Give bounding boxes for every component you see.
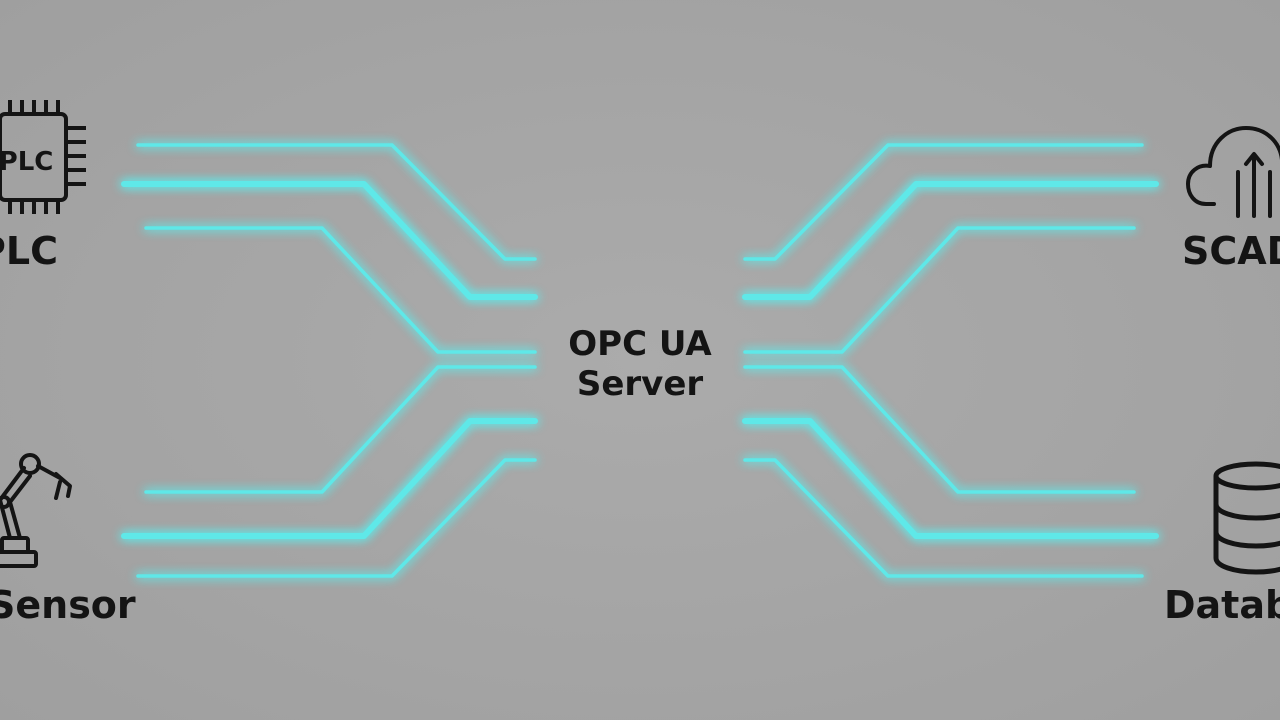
trace-plc-2 — [121, 181, 538, 300]
trace-sensor-1 — [144, 365, 537, 494]
microchip-icon: PLC — [0, 100, 86, 214]
trace-scada-2 — [742, 181, 1159, 300]
trace-plc-1 — [136, 143, 537, 261]
opc-ua-server-label: OPC UA Server — [540, 324, 740, 404]
center-label-line2: Server — [576, 364, 704, 404]
scada-label: SCADA — [1182, 229, 1280, 273]
trace-plc-3 — [144, 226, 537, 354]
database-icon — [1213, 461, 1280, 575]
cloud-upload-icon — [1186, 126, 1280, 218]
trace-scada-1 — [743, 143, 1144, 261]
trace-database-2 — [742, 418, 1159, 539]
trace-database-1 — [743, 365, 1136, 494]
database-label: Database — [1164, 583, 1280, 627]
trace-sensor-2 — [121, 418, 538, 539]
robot-arm-icon — [0, 453, 72, 568]
sensor-label: Sensor — [0, 583, 136, 627]
plc-label: PLC — [0, 229, 58, 273]
center-label-line1: OPC UA — [568, 324, 712, 364]
trace-database-3 — [743, 458, 1144, 578]
trace-scada-3 — [743, 226, 1136, 354]
trace-sensor-3 — [136, 458, 537, 578]
chip-label: PLC — [0, 147, 53, 177]
